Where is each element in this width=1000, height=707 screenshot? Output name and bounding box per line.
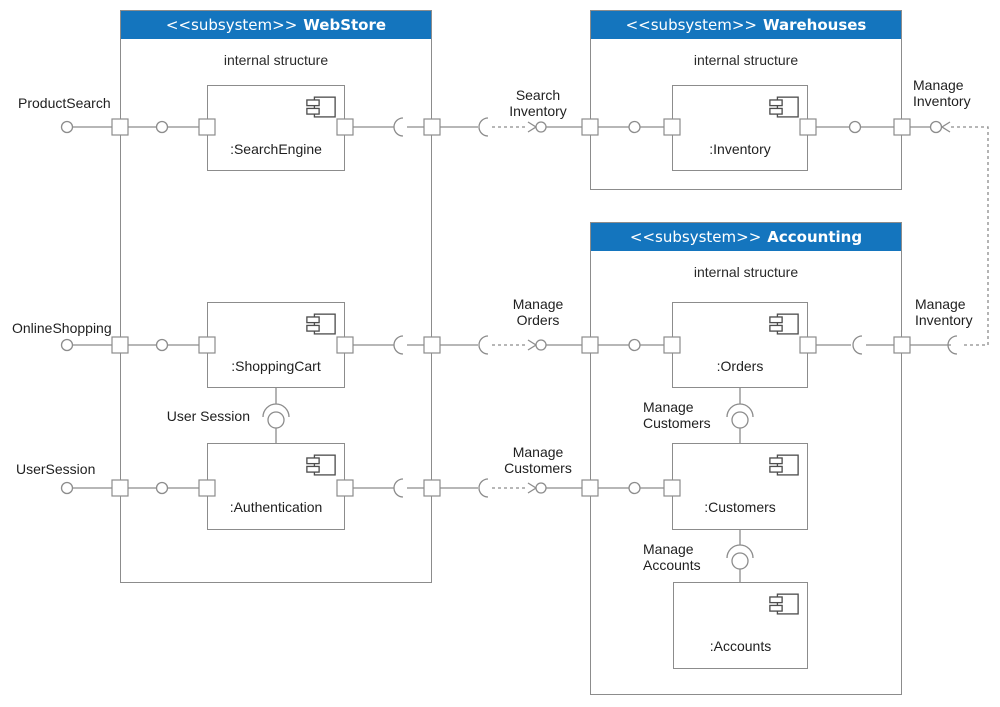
port-label-online-shopping: OnlineShopping [12,320,112,336]
subsystem-name: Accounting [767,228,863,246]
provided-interface-ball [60,120,74,134]
interface-label-manage-accounts: Manage Accounts [643,541,701,573]
component-orders: :Orders [672,302,808,388]
provided-interface-ball [535,339,547,351]
provided-interface-ball [60,338,74,352]
internal-structure-label: internal structure [693,52,799,68]
interface-label-manage-customers: Manage Customers [643,399,711,431]
component-shopping-cart: :ShoppingCart [207,302,345,388]
required-interface-socket [478,335,489,355]
subsystem-webstore-header: <<subsystem>> WebStore [121,11,431,39]
component-icon [306,313,336,335]
internal-structure-label: internal structure [223,52,329,68]
subsystem-name: WebStore [303,16,387,34]
interface-label-manage-orders: Manage Orders [512,296,564,328]
required-interface-socket [478,117,489,137]
internal-structure-label: internal structure [693,264,799,280]
dependency-arrowhead [527,339,538,351]
interface-label-user-session: User Session [166,408,250,424]
dependency-arrowhead [527,121,538,133]
component-icon [306,454,336,476]
dependency-arrowhead [527,482,538,494]
interface-label-search-inventory: Search Inventory [509,87,567,119]
provided-interface-ball [60,481,74,495]
component-name: :Authentication [229,499,323,515]
component-name: :ShoppingCart [231,358,321,374]
component-icon [769,454,799,476]
subsystem-stereotype: <<subsystem>> [165,16,298,34]
component-icon [769,593,799,615]
component-name: :Orders [716,358,764,374]
required-interface-socket [947,335,958,355]
subsystem-warehouses-header: <<subsystem>> Warehouses [591,11,901,39]
component-icon [769,313,799,335]
provided-interface-ball [929,120,943,134]
interface-label-manage-inventory-right: Manage Inventory [915,296,973,328]
port-label-user-session: UserSession [16,461,96,477]
dependency-arrowhead [940,121,951,133]
subsystem-stereotype: <<subsystem>> [629,228,762,246]
provided-interface-ball [535,482,547,494]
subsystem-accounting-header: <<subsystem>> Accounting [591,223,901,251]
interface-label-manage-customers-mid: Manage Customers [504,444,572,476]
component-name: :Inventory [709,141,771,157]
component-search-engine: :SearchEngine [207,85,345,171]
interface-label-manage-inventory-top: Manage Inventory [913,77,971,109]
component-accounts: :Accounts [673,582,808,669]
component-name: :SearchEngine [230,141,322,157]
subsystem-name: Warehouses [762,16,867,34]
provided-interface-ball [535,121,547,133]
port-label-product-search: ProductSearch [18,95,111,111]
component-customers: :Customers [672,443,808,530]
component-name: :Accounts [709,638,772,654]
component-icon [306,96,336,118]
component-authentication: :Authentication [207,443,345,530]
component-icon [769,96,799,118]
subsystem-stereotype: <<subsystem>> [625,16,757,34]
component-inventory: :Inventory [672,85,808,171]
component-name: :Customers [704,499,776,515]
required-interface-socket [478,478,489,498]
